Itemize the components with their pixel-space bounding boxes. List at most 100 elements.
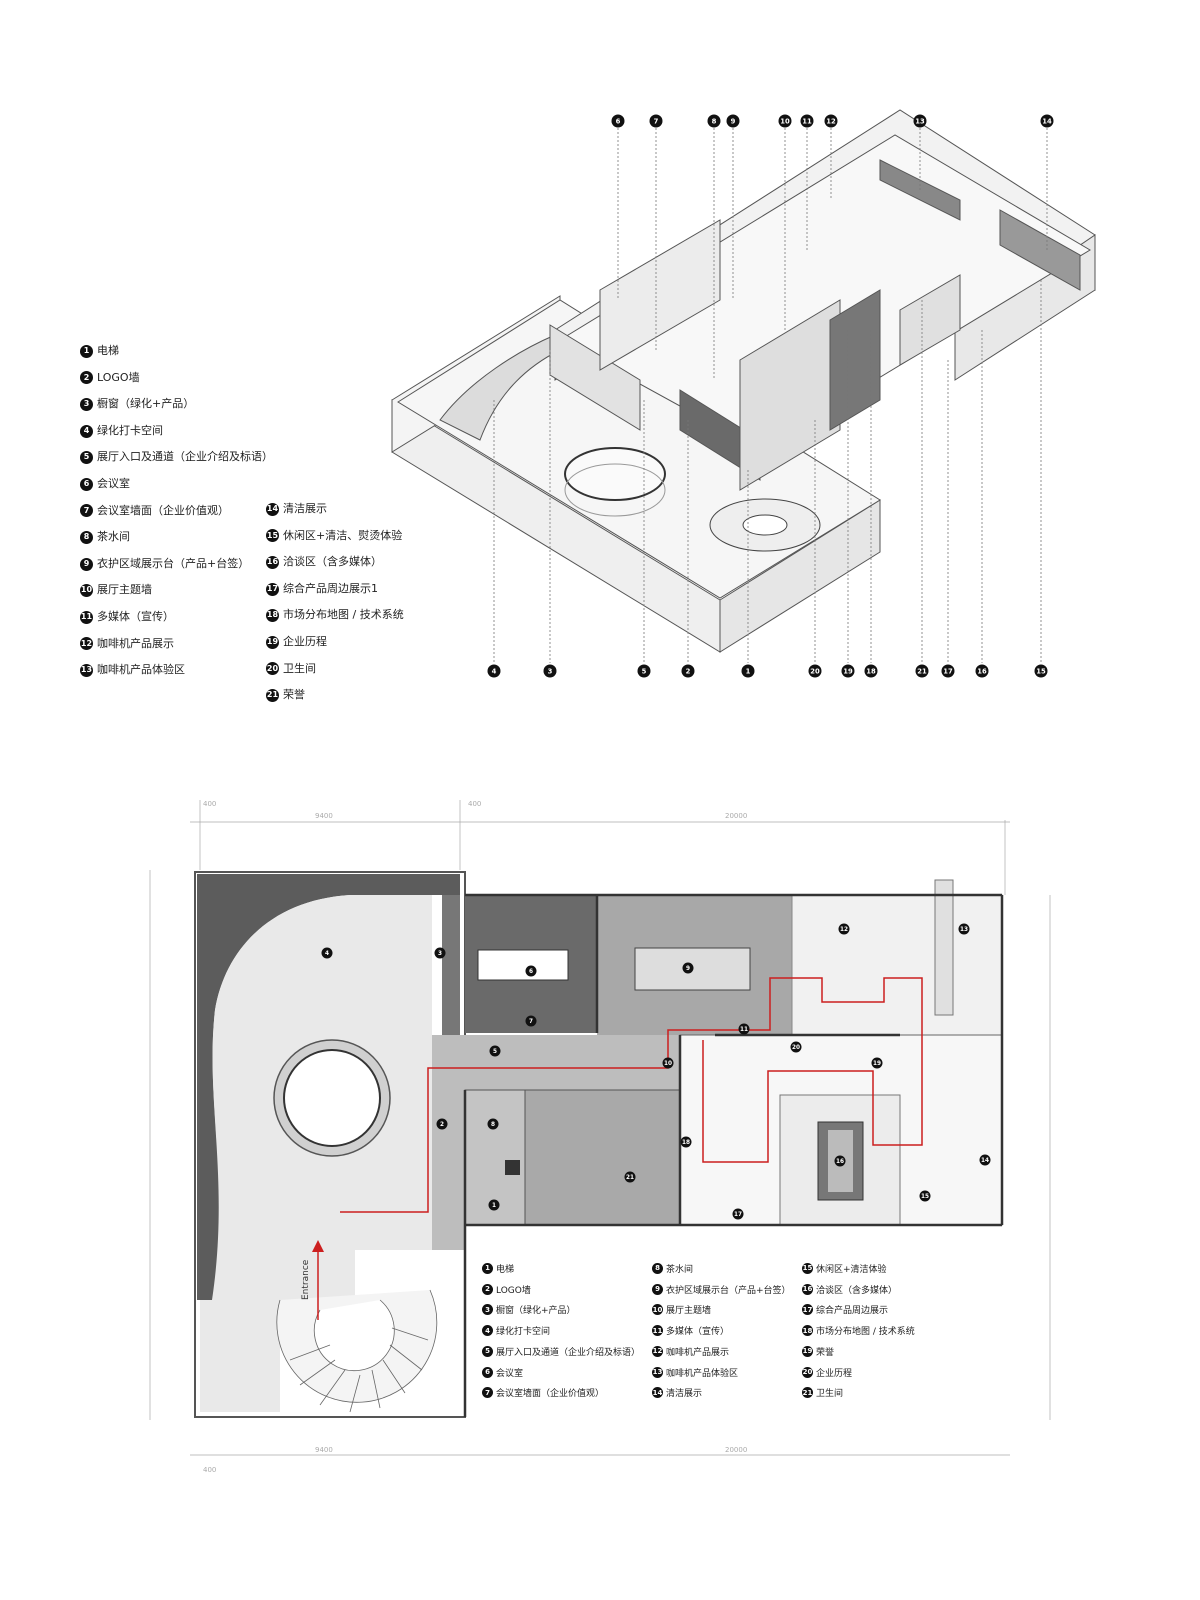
svg-text:4: 4 <box>492 667 497 675</box>
number-badge: 17 <box>266 582 279 596</box>
marker-7: 7 <box>525 1015 537 1027</box>
legend-label: 休闲区+清洁、熨烫体验 <box>283 528 403 542</box>
svg-text:11: 11 <box>802 117 812 125</box>
dim-top-3: 20000 <box>725 812 747 820</box>
svg-text:20: 20 <box>792 1045 800 1051</box>
svg-text:2: 2 <box>686 667 691 675</box>
dim-top-2: 400 <box>468 800 481 808</box>
svg-text:12: 12 <box>840 927 848 933</box>
dim-bottom-1: 20000 <box>725 1446 747 1454</box>
entrance-label: Entrance <box>301 1259 311 1300</box>
dim-top-1: 9400 <box>315 812 333 820</box>
marker-3: 3 <box>434 947 446 959</box>
marker-12: 12 <box>824 114 838 128</box>
svg-text:4: 4 <box>325 951 329 957</box>
dim-top-0: 400 <box>203 800 216 808</box>
legend-label: 咖啡机产品体验区 <box>666 1368 739 1379</box>
legend-label: 综合产品周边展示1 <box>283 581 378 595</box>
marker-15: 15 <box>919 1190 931 1202</box>
coffee-area <box>791 894 1003 1041</box>
svg-text:5: 5 <box>493 1049 497 1055</box>
svg-text:10: 10 <box>664 1061 672 1067</box>
svg-text:17: 17 <box>943 667 953 675</box>
number-badge: 11 <box>652 1325 663 1337</box>
number-badge: 18 <box>266 609 279 623</box>
legend-label: 橱窗（绿化+产品） <box>97 397 195 411</box>
legend-label: 咖啡机产品展示 <box>666 1347 730 1358</box>
svg-text:9: 9 <box>731 117 736 125</box>
marker-16: 16 <box>834 1155 846 1167</box>
number-badge: 14 <box>652 1387 663 1399</box>
marker-18: 18 <box>864 664 878 678</box>
legend-label: 企业历程 <box>283 634 327 648</box>
svg-text:16: 16 <box>977 667 987 675</box>
number-badge: 21 <box>802 1387 813 1399</box>
number-badge: 6 <box>80 477 93 491</box>
meeting-room-box <box>599 219 721 371</box>
legend-label: 综合产品周边展示 <box>816 1306 889 1317</box>
number-badge: 8 <box>652 1262 663 1274</box>
legend-label: 多媒体（宣传） <box>666 1327 730 1338</box>
number-badge: 7 <box>482 1387 493 1399</box>
marker-9: 9 <box>726 114 740 128</box>
svg-text:5: 5 <box>642 667 647 675</box>
number-badge: 12 <box>80 637 93 651</box>
legend-label: 休闲区+清洁体验 <box>816 1264 887 1275</box>
number-badge: 10 <box>80 584 93 598</box>
marker-10: 10 <box>662 1057 674 1069</box>
svg-text:1: 1 <box>746 667 751 675</box>
floor-plan: 400 9400 400 20000 9400 20000 400 <box>149 800 1051 1474</box>
legend-label: 清洁展示 <box>666 1389 703 1400</box>
svg-text:13: 13 <box>960 927 968 933</box>
pantry-counter <box>899 274 961 366</box>
marker-21: 21 <box>915 664 929 678</box>
number-badge: 1 <box>482 1262 493 1274</box>
marker-14: 14 <box>1040 114 1054 128</box>
number-badge: 2 <box>482 1283 493 1295</box>
number-badge: 9 <box>80 557 93 571</box>
marker-7: 7 <box>649 114 663 128</box>
legend-label: 市场分布地图 / 技术系统 <box>283 608 404 622</box>
marker-9: 9 <box>682 962 694 974</box>
atrium-void <box>564 447 666 501</box>
legend-label: 茶水间 <box>97 530 130 544</box>
number-badge: 13 <box>80 663 93 677</box>
svg-text:7: 7 <box>529 1019 533 1025</box>
legend-label: 荣誉 <box>816 1347 835 1358</box>
legend-label: 橱窗（绿化+产品） <box>496 1306 576 1317</box>
number-badge: 20 <box>802 1366 813 1378</box>
marker-16: 16 <box>975 664 989 678</box>
legend-label: 展厅主题墙 <box>666 1306 712 1317</box>
legend-label: 卫生间 <box>816 1389 844 1400</box>
svg-text:19: 19 <box>873 1061 881 1067</box>
number-badge: 14 <box>266 502 279 516</box>
number-badge: 20 <box>266 662 279 676</box>
dim-bottom-2: 400 <box>203 1466 216 1474</box>
svg-text:7: 7 <box>654 117 659 125</box>
marker-1: 1 <box>741 664 755 678</box>
marker-5: 5 <box>637 664 651 678</box>
marker-6: 6 <box>525 965 537 977</box>
marker-14: 14 <box>979 1154 991 1166</box>
marker-13: 13 <box>958 923 970 935</box>
svg-text:8: 8 <box>712 117 717 125</box>
corridor-floor <box>432 1035 680 1250</box>
